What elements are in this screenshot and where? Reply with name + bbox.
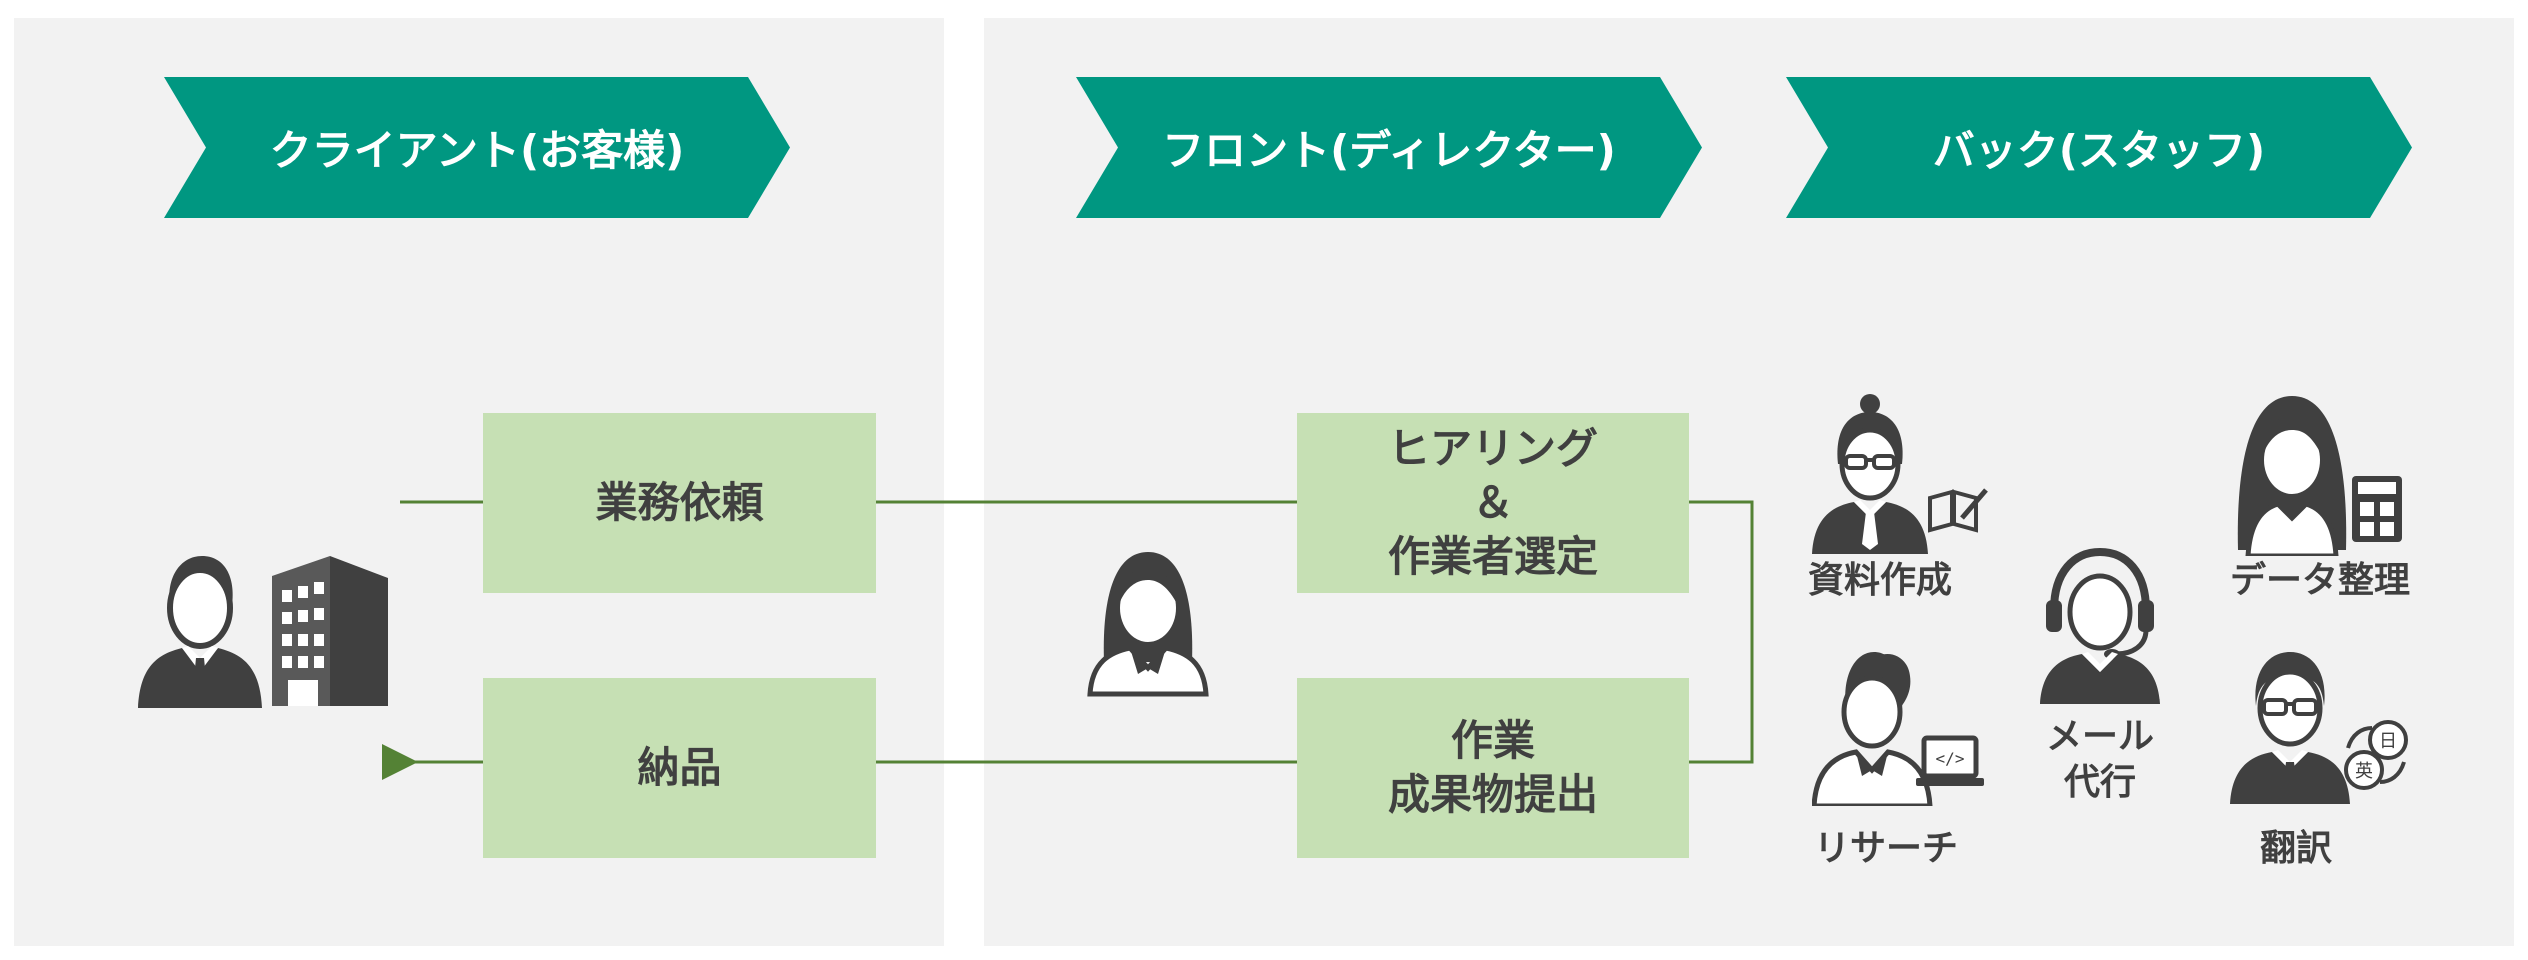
office-building-icon bbox=[272, 556, 388, 706]
back-banner-label: バック(スタッフ) bbox=[1932, 126, 2266, 175]
front-banner: フロント(ディレクター) bbox=[1076, 77, 1702, 218]
front-banner-label: フロント(ディレクター) bbox=[1162, 126, 1616, 175]
svg-text:</>: </> bbox=[1936, 749, 1965, 768]
staff-label-data: データ整理 bbox=[2229, 560, 2410, 601]
back-banner: バック(スタッフ) bbox=[1786, 77, 2412, 218]
client-banner: クライアント(お客様) bbox=[164, 77, 790, 218]
staff-label-translation: 翻訳 bbox=[2259, 828, 2332, 869]
woman-calculator-icon bbox=[2237, 396, 2402, 556]
staff-label-research: リサーチ bbox=[1813, 828, 1958, 869]
headset-operator-icon bbox=[2040, 547, 2160, 704]
delivery-box: 納品 bbox=[483, 678, 876, 858]
work-box: 作業 成果物提出 bbox=[1297, 678, 1689, 858]
staff-label-email: メール 代行 bbox=[2045, 716, 2154, 803]
woman-glasses-book-icon bbox=[1812, 394, 1988, 554]
businessman-icon bbox=[138, 556, 262, 708]
svg-text:英: 英 bbox=[2355, 761, 2373, 782]
request-box: 業務依頼 bbox=[483, 413, 876, 593]
svg-text:日: 日 bbox=[2379, 731, 2397, 752]
staff-label-documents: 資料作成 bbox=[1807, 560, 1952, 601]
return-loop-line bbox=[1689, 500, 1754, 764]
client-banner-label: クライアント(お客様) bbox=[269, 126, 685, 175]
woman-icon bbox=[1087, 552, 1209, 697]
man-glasses-translate-icon: 日 英 bbox=[2230, 652, 2408, 804]
hearing-box: ヒアリング ＆ 作業者選定 bbox=[1297, 413, 1689, 593]
woman-laptop-icon: </> bbox=[1812, 652, 1984, 806]
